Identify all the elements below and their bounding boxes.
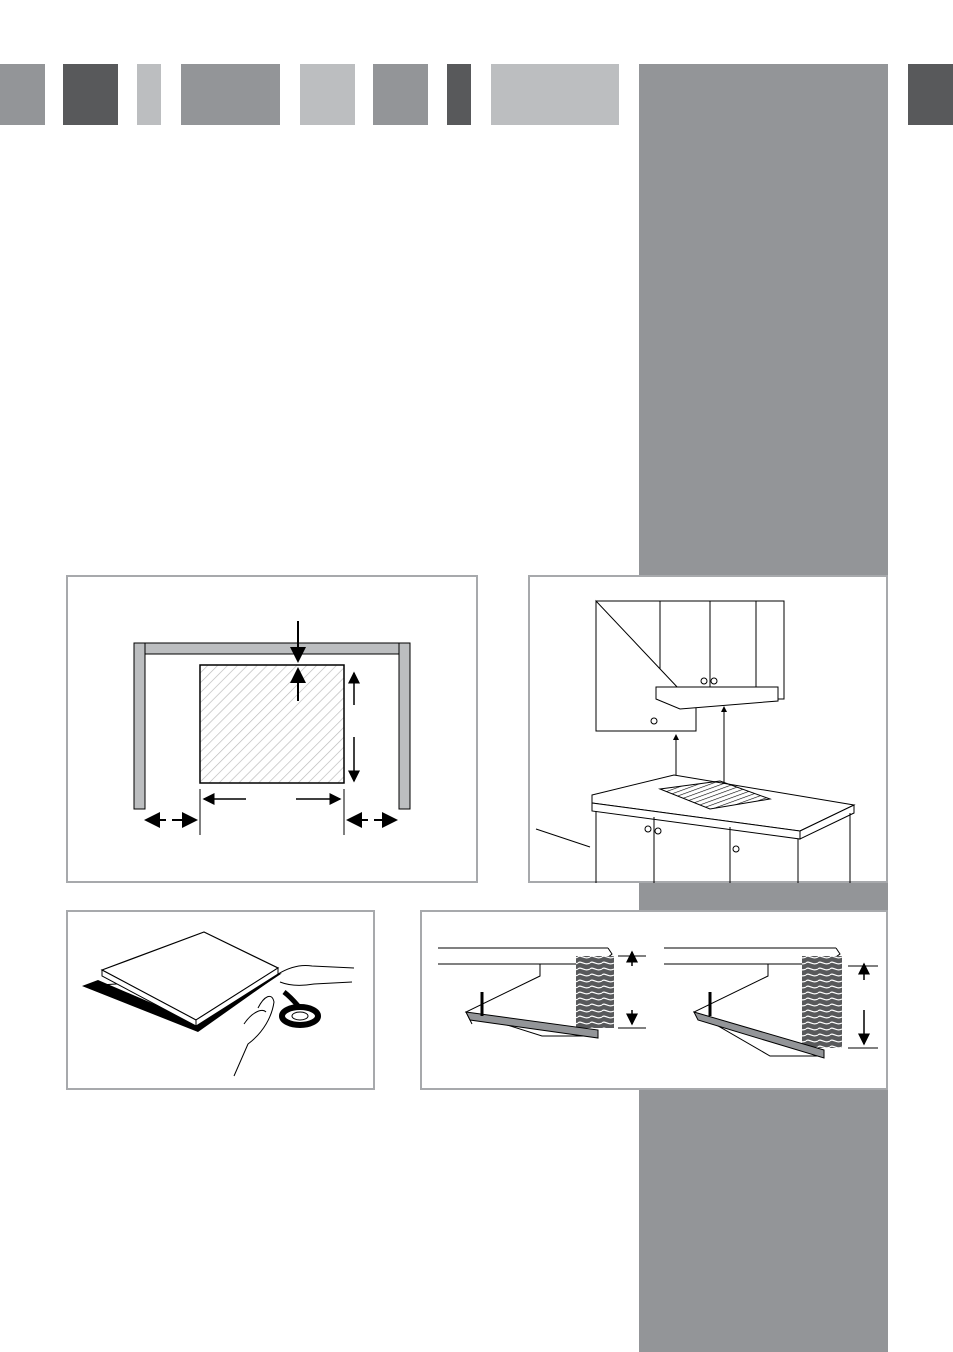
header-tab-1 <box>0 64 45 125</box>
header-tab-6 <box>373 64 428 125</box>
cutout-figure <box>66 575 478 883</box>
clearance-figure <box>528 575 888 883</box>
header-tab-8 <box>491 64 619 125</box>
hood-clearance-illustration <box>530 577 890 885</box>
header-tab-4 <box>181 64 280 125</box>
seal-application-illustration <box>68 912 377 1092</box>
header-tab-9 <box>908 64 953 125</box>
header-tab-2 <box>63 64 118 125</box>
cutout-dimensions-diagram <box>68 577 480 885</box>
seal-figure <box>66 910 375 1090</box>
header-tab-5 <box>300 64 355 125</box>
header-tab-3 <box>137 64 161 125</box>
header-tab-7 <box>447 64 471 125</box>
brackets-figure <box>420 910 888 1090</box>
fixing-bracket-diagram <box>422 912 890 1092</box>
